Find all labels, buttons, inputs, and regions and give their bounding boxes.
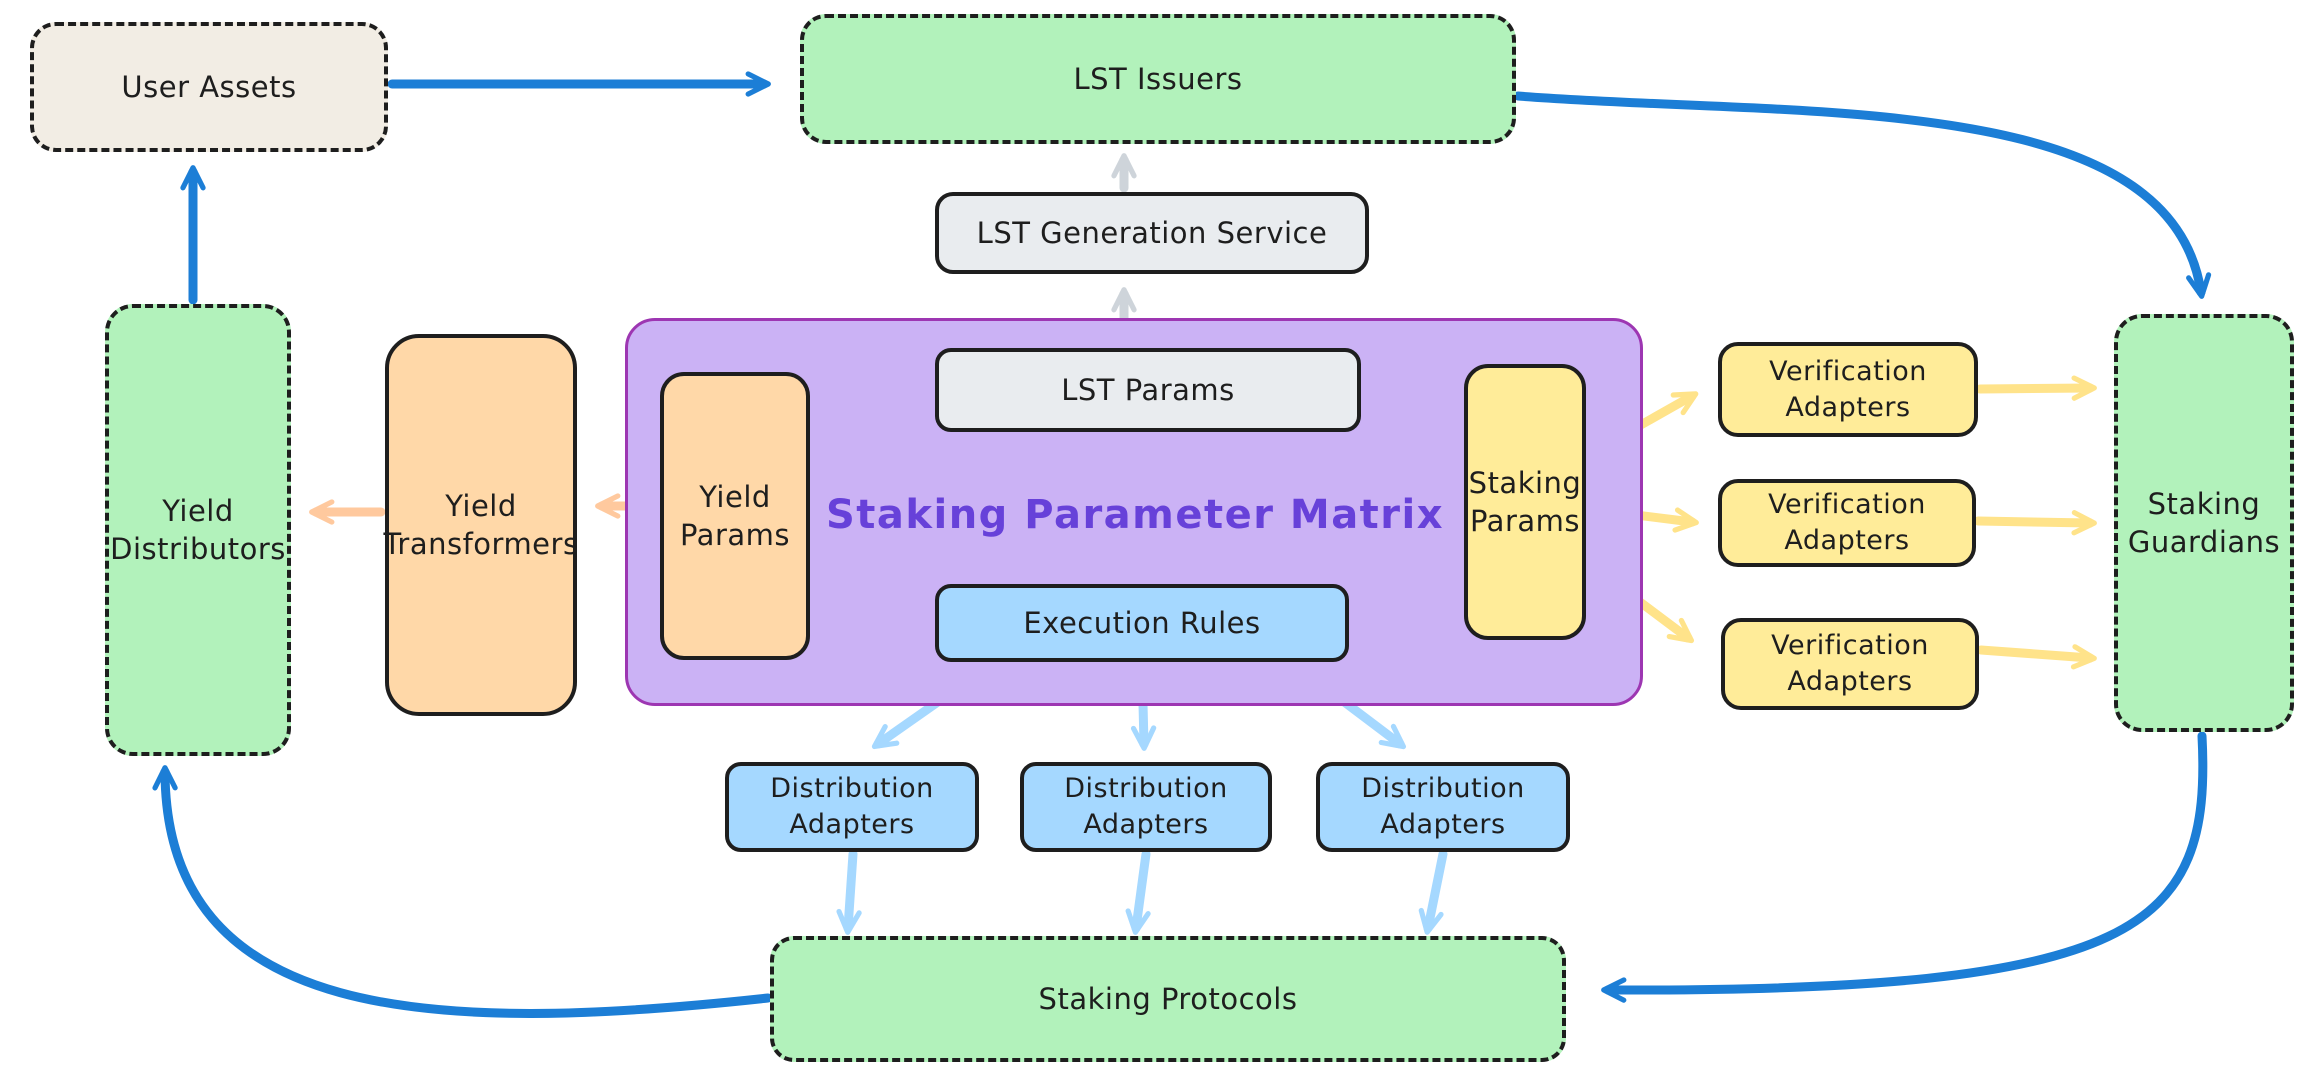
edge-verification-adapters-2-staking-guardians bbox=[1973, 510, 2097, 536]
node-staking-guardians: Staking Guardians bbox=[2114, 314, 2294, 732]
node-user-assets: User Assets bbox=[30, 22, 388, 152]
node-execution-rules: Execution Rules bbox=[935, 584, 1349, 662]
edge-lst-issuers-staking-guardians bbox=[1513, 91, 2212, 299]
edge-staking-guardians-staking-protocols bbox=[1601, 731, 2208, 1003]
node-distribution-adapters-3: Distribution Adapters bbox=[1316, 762, 1570, 852]
node-verification-adapters-1: Verification Adapters bbox=[1718, 342, 1978, 437]
node-yield-transformers: Yield Transformers bbox=[383, 334, 578, 716]
edge-distribution-adapters-3-staking-protocols bbox=[1418, 849, 1448, 935]
node-verification-adapters-3: Verification Adapters bbox=[1721, 618, 1979, 710]
edge-distribution-adapters-1-staking-protocols bbox=[836, 849, 862, 935]
node-lst-params: LST Params bbox=[935, 348, 1361, 432]
edge-staking-protocols-yield-distributors bbox=[152, 765, 773, 1018]
node-verification-adapters-2: Verification Adapters bbox=[1718, 479, 1976, 567]
edge-verification-adapters-3-staking-guardians bbox=[1976, 644, 2097, 670]
node-yield-distributors: Yield Distributors bbox=[105, 304, 291, 756]
node-staking-params: Staking Params bbox=[1464, 364, 1586, 640]
edge-distribution-adapters-2-staking-protocols bbox=[1125, 849, 1151, 935]
node-lst-issuers: LST Issuers bbox=[800, 14, 1516, 144]
node-distribution-adapters-1: Distribution Adapters bbox=[725, 762, 979, 852]
node-yield-params: Yield Params bbox=[660, 372, 810, 660]
node-staking-protocols: Staking Protocols bbox=[770, 936, 1566, 1062]
matrix-title: Staking Parameter Matrix bbox=[825, 492, 1445, 538]
node-lst-generation-service: LST Generation Service bbox=[935, 192, 1369, 274]
node-distribution-adapters-2: Distribution Adapters bbox=[1020, 762, 1272, 852]
edge-verification-adapters-1-staking-guardians bbox=[1975, 375, 2097, 401]
